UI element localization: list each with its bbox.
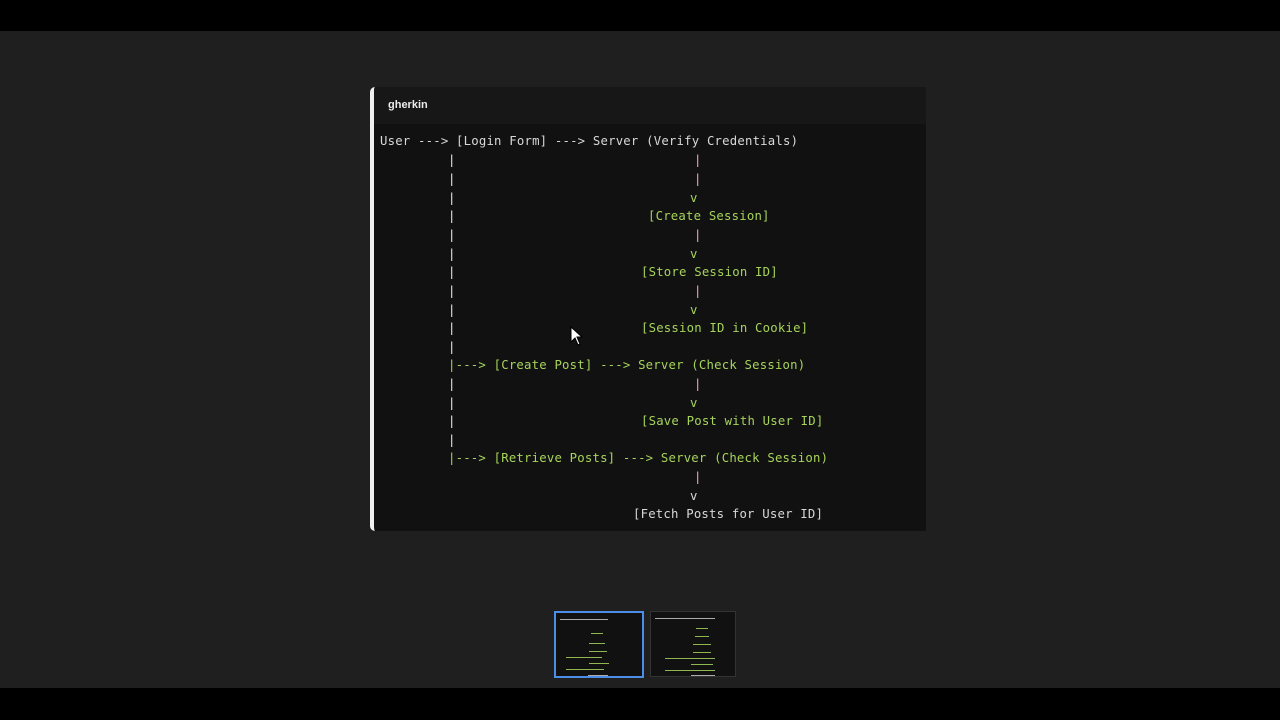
arrowhead-2: v: [690, 247, 698, 261]
arrowhead-1: v: [690, 191, 698, 205]
mouse-cursor-icon: [570, 326, 584, 346]
pipe-right-6: |: [694, 470, 702, 484]
pipe-left-2: |: [448, 172, 456, 186]
pipe-right-2: |: [694, 172, 702, 186]
pipe-left-14: |: [448, 414, 456, 428]
create-post-flow: |---> [Create Post] ---> Server (Check S…: [448, 358, 806, 372]
arrowhead-4: v: [690, 396, 698, 410]
pipe-left-15: |: [448, 433, 456, 447]
pipe-left-10: |: [448, 321, 456, 335]
pipe-left-8: |: [448, 284, 456, 298]
code-line-login-flow: User ---> [Login Form] ---> Server (Veri…: [380, 134, 799, 148]
slide-thumbnail-2[interactable]: [650, 611, 736, 677]
save-post-label: [Save Post with User ID]: [641, 414, 824, 428]
pipe-right-3: |: [694, 228, 702, 242]
arrowhead-5: v: [690, 489, 698, 503]
code-block: gherkin User ---> [Login Form] ---> Serv…: [370, 87, 926, 531]
code-block-header: gherkin: [374, 87, 926, 124]
session-cookie-label: [Session ID in Cookie]: [641, 321, 809, 335]
pipe-left-13: |: [448, 396, 456, 410]
pipe-left-11: |: [448, 340, 456, 354]
pipe-left-5: |: [448, 228, 456, 242]
pipe-left-6: |: [448, 247, 456, 261]
pipe-left-9: |: [448, 303, 456, 317]
pipe-left-1: |: [448, 153, 456, 167]
arrowhead-3: v: [690, 303, 698, 317]
pipe-right-4: |: [694, 284, 702, 298]
pipe-left-4: |: [448, 209, 456, 223]
pipe-left-12: |: [448, 377, 456, 391]
pipe-right-1: |: [694, 153, 702, 167]
pipe-right-5: |: [694, 377, 702, 391]
fetch-posts-label: [Fetch Posts for User ID]: [633, 507, 824, 521]
slide-thumbnail-1[interactable]: [554, 611, 644, 678]
retrieve-posts-flow: |---> [Retrieve Posts] ---> Server (Chec…: [448, 451, 829, 465]
create-session-label: [Create Session]: [648, 209, 770, 223]
store-session-label: [Store Session ID]: [641, 265, 778, 279]
code-language-label: gherkin: [388, 99, 428, 111]
pipe-left-7: |: [448, 265, 456, 279]
pipe-left-3: |: [448, 191, 456, 205]
